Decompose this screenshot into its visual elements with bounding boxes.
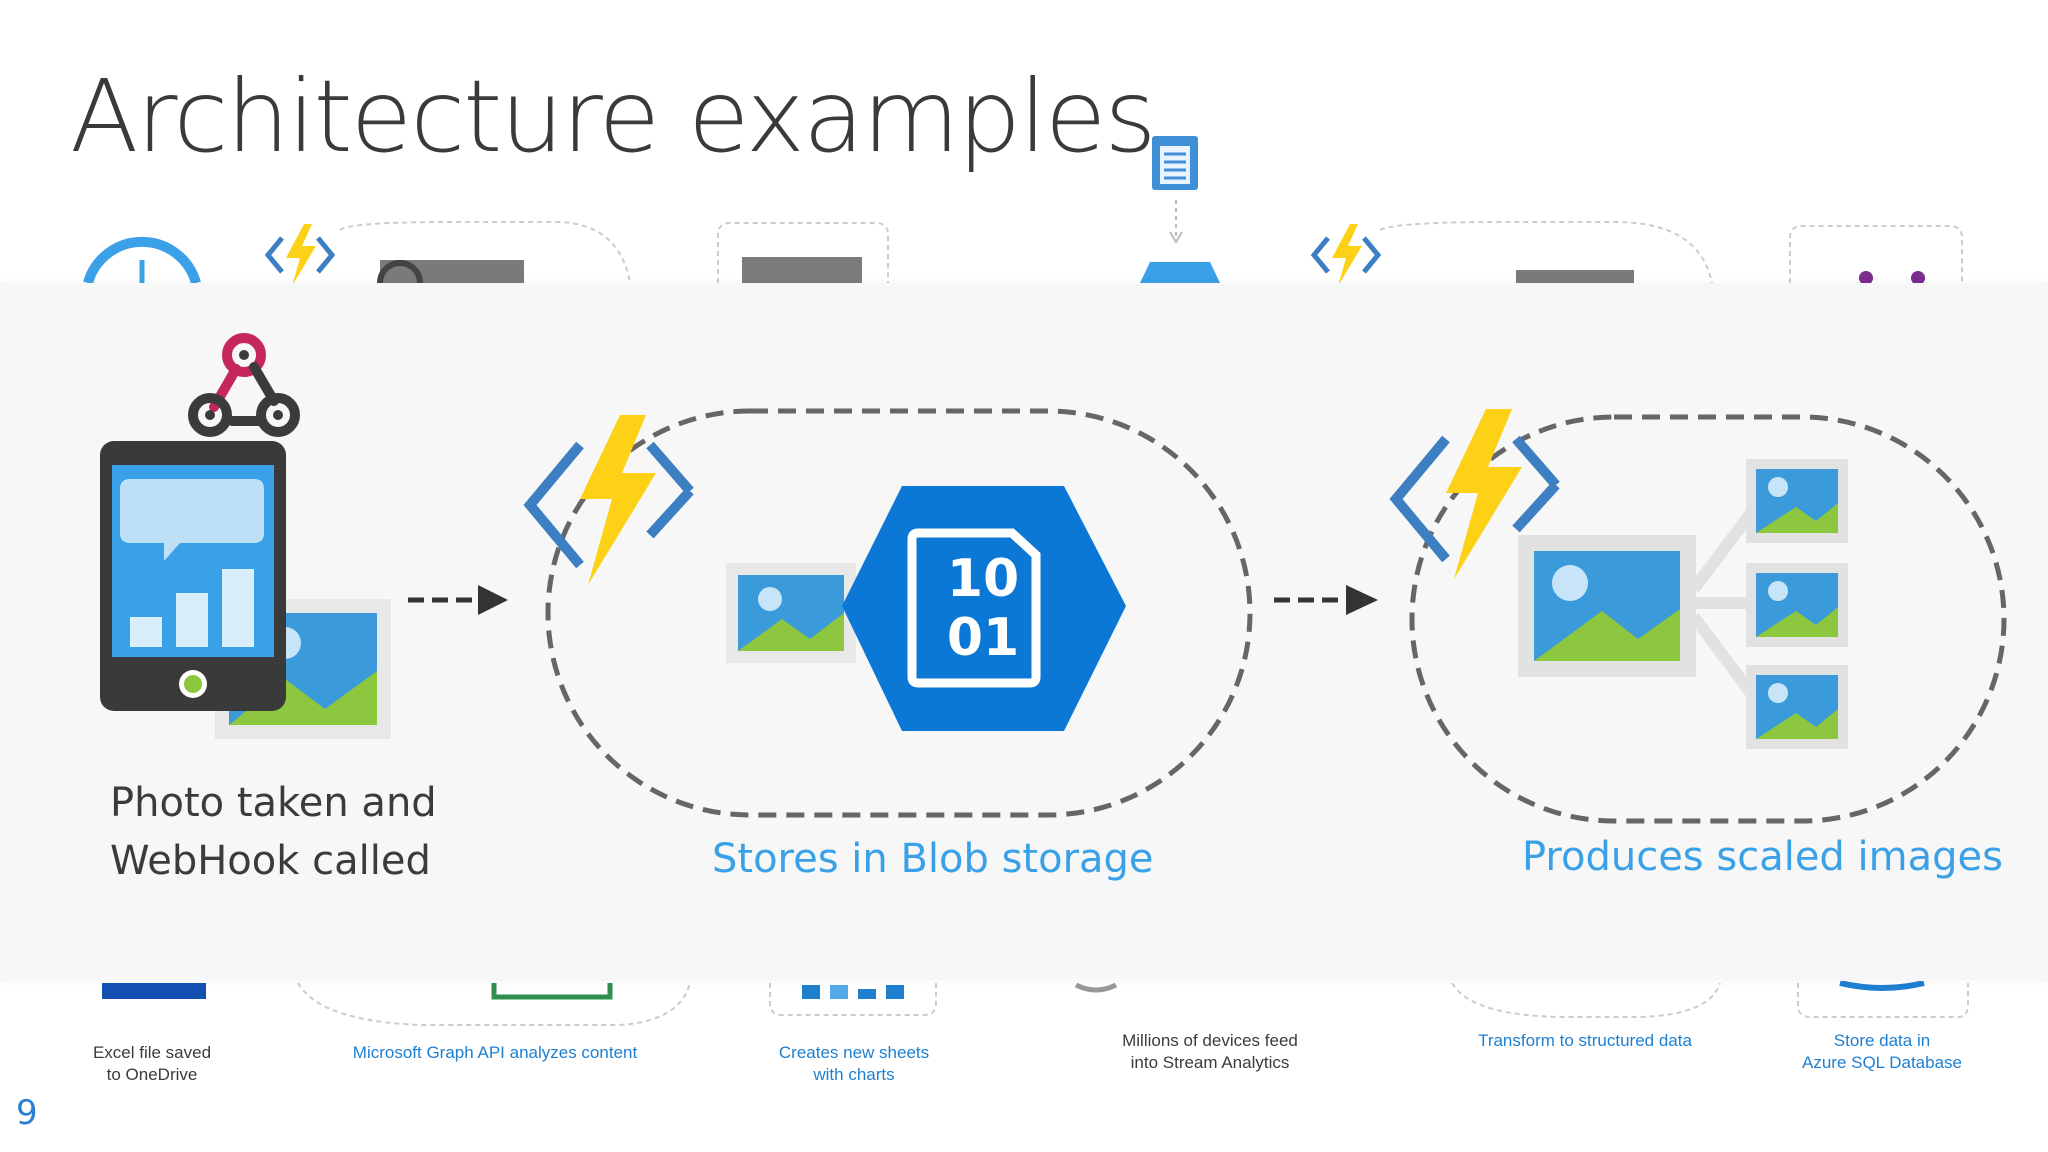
function-icon-small-right: [1310, 224, 1382, 285]
blob-storage-icon: 10 01: [842, 486, 1126, 731]
caption-transform: Transform to structured data: [1478, 1031, 1692, 1050]
caption-sql: Store data in Azure SQL Database: [1801, 1031, 1962, 1072]
step1-label: Photo taken and WebHook called: [110, 780, 437, 884]
background-top-fragments: [83, 136, 1963, 285]
blob-text-top: 10: [947, 549, 1019, 609]
step3-label: Produces scaled images: [1522, 834, 2003, 880]
function-icon-small-left: [264, 224, 336, 285]
blob-group-oval: [545, 408, 1253, 818]
caption-excel: Excel file saved to OneDrive: [92, 1043, 212, 1084]
webhook-icon: [188, 333, 300, 437]
image-icon-small-1: [1746, 459, 1848, 543]
arrow-2: [1274, 585, 1378, 615]
image-icon-large: [1518, 535, 1696, 677]
caption-devices: Millions of devices feed into Stream Ana…: [1122, 1031, 1298, 1072]
image-icon-small-2: [1746, 563, 1848, 647]
blob-text-bottom: 01: [947, 608, 1019, 668]
caption-new-sheets: Creates new sheets with charts: [778, 1043, 930, 1084]
page-number: 9: [16, 1093, 38, 1133]
caption-graph-api: Microsoft Graph API analyzes content: [352, 1043, 638, 1062]
image-icon-blob: [726, 563, 856, 663]
document-icon: [1140, 136, 1220, 283]
function-icon-right: [1389, 409, 1560, 579]
overlay-diagram: 10 01: [100, 333, 2007, 824]
phone-icon: [100, 441, 286, 711]
arrow-1: [408, 585, 508, 615]
slide-title: Architecture examples: [70, 58, 1157, 175]
step2-label: Stores in Blob storage: [712, 836, 1154, 882]
image-icon-small-3: [1746, 665, 1848, 749]
background-bottom-fragments: [102, 981, 1969, 1026]
resize-group-oval: [1409, 414, 2007, 824]
function-icon-middle: [523, 415, 694, 585]
